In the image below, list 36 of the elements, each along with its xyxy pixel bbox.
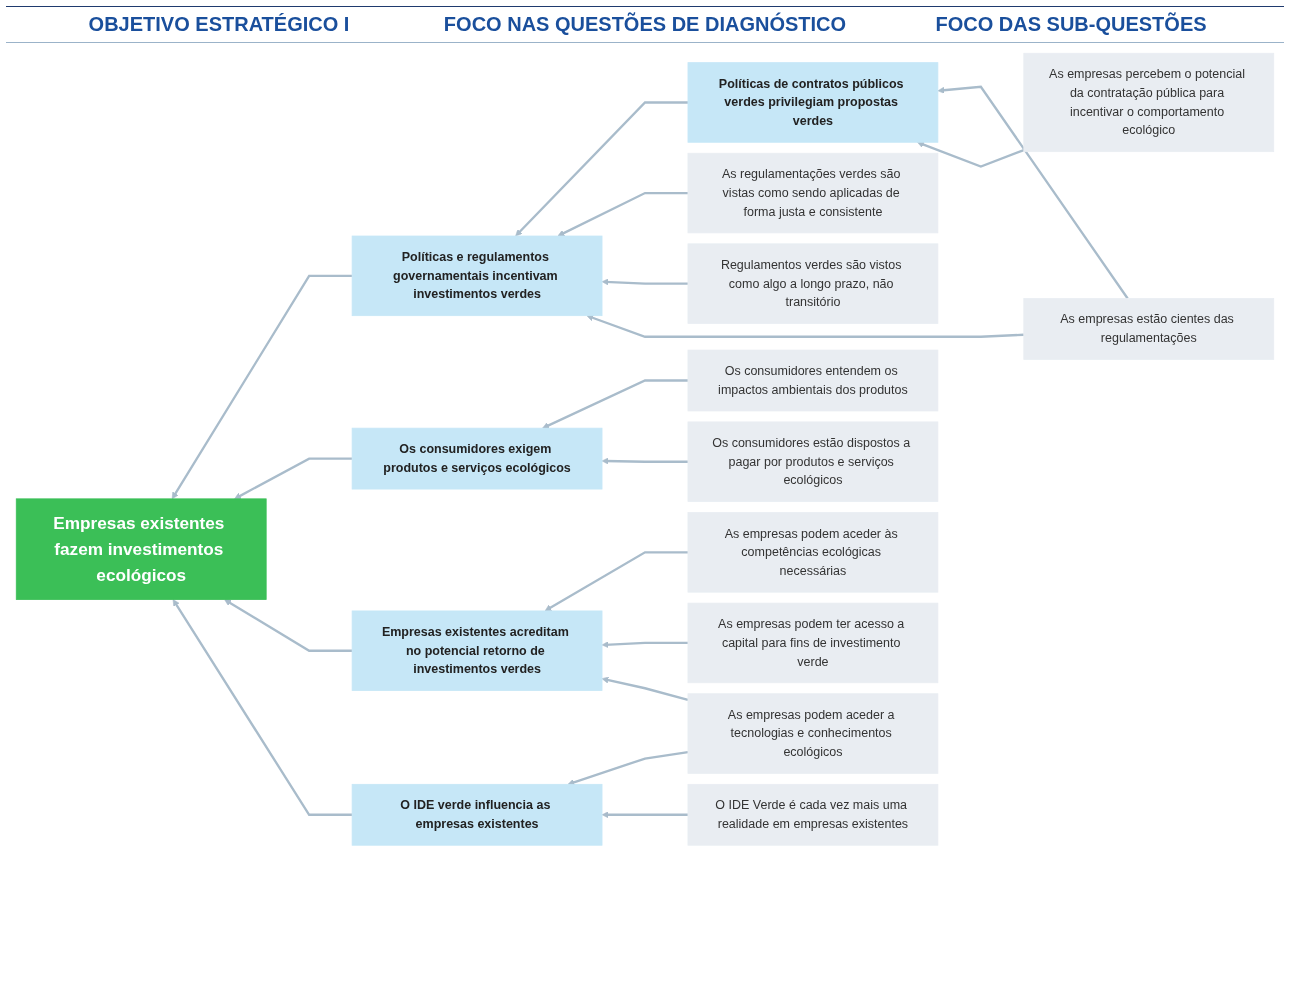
column-header: FOCO NAS QUESTÕES DE DIAGNÓSTICO [442,11,848,37]
arrow [601,457,688,465]
arrow [601,641,688,649]
arrow [917,141,1025,168]
arrow [224,599,353,652]
column-header: FOCO DAS SUB-QUESTÕES [934,11,1208,37]
node-box: Regulamentos verdes são vistos como algo a longo prazo, não transitório [687,243,939,324]
node-box: Empresas existentes acreditam no potencial retorno de investimentos verdes [351,610,603,691]
arrow [172,599,353,816]
arrow [937,85,1129,300]
node-box: Empresas existentes fazem investimentos ecológicos [15,498,267,600]
arrow [601,811,688,819]
node-box: As empresas percebem o potencial da contratação pública para incentivar o comportamento ecológico [1023,52,1275,153]
node-box: O IDE Verde é cada vez mais uma realidade em empresas existentes [687,783,939,846]
arrow [544,551,688,612]
node-box: Os consumidores exigem produtos e serviços ecológicos [351,427,603,490]
arrow [557,191,688,237]
arrow [542,379,688,429]
node-box: As empresas estão cientes das regulamentações [1023,298,1275,360]
node-box: Os consumidores estão dispostos a pagar por produtos e serviços ecológicos [687,421,939,502]
arrow [601,278,688,286]
arrow [234,457,353,500]
node-box: As regulamentações verdes são vistas como sendo aplicadas de forma justa e consistente [687,152,939,234]
node-box: O IDE verde influencia as empresas existentes [351,783,603,846]
arrow [567,751,689,786]
node-box: As empresas podem ter acesso a capital para fins de investimento verde [687,602,939,684]
column-header: OBJETIVO ESTRATÉGICO I [87,12,351,37]
node-box: As empresas podem aceder a tecnologias e conhecimentos ecológicos [687,693,939,774]
node-box: Políticas e regulamentos governamentais incentivam investimentos verdes [351,235,603,317]
node-box: Os consumidores entendem os impactos ambientais dos produtos [687,349,939,412]
arrow [601,676,689,701]
arrow [171,274,353,500]
node-box: Políticas de contratos públicos verdes privilegiam propostas verdes [687,62,939,143]
node-box: As empresas podem aceder às competências ecológicas necessárias [687,512,939,593]
arrow [586,314,1024,338]
arrow [515,101,688,237]
